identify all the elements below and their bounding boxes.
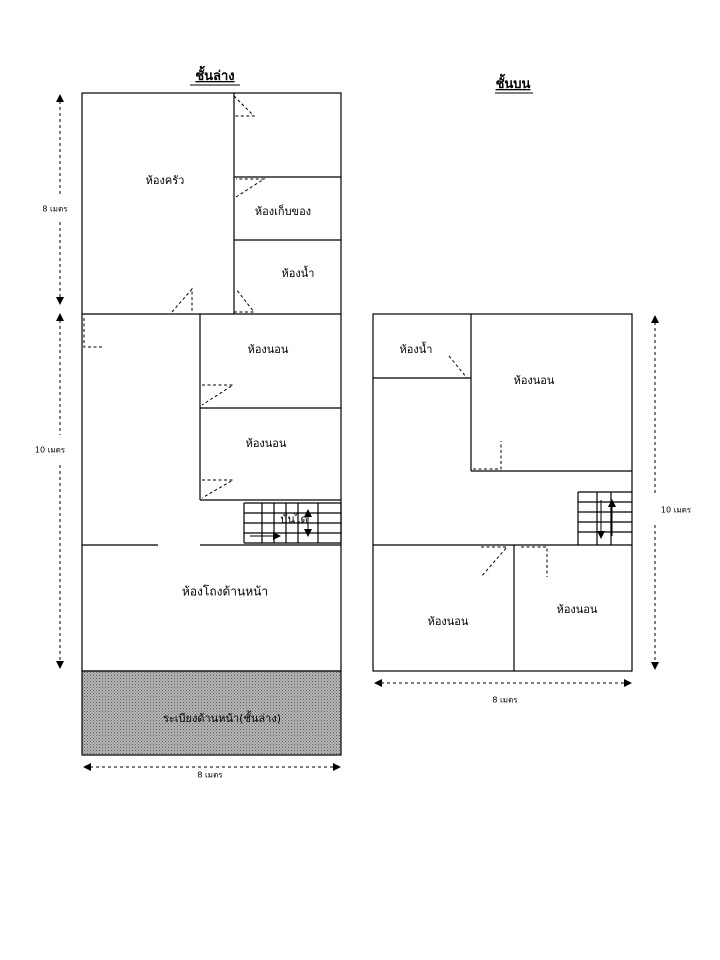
ground-floor-outer-wall: [81, 92, 342, 672]
upper-bathroom-label: ห้องน้ำ: [400, 341, 433, 356]
upper-bedroom-right-label: ห้องนอน: [557, 603, 598, 616]
upper-floor-interior-walls: [373, 314, 632, 671]
front-hall-label: ห้องโถงด้านหน้า: [182, 585, 268, 599]
upper-floor-doors: [448, 355, 548, 578]
ground-lower-height-label: 10 เมตร: [35, 446, 66, 455]
ground-upper-height-label: 8 เมตร: [42, 205, 68, 214]
ground-floor-interior-walls: [82, 93, 341, 546]
upper-width-label: 8 เมตร: [492, 696, 518, 705]
front-porch-label: ระเบียงด้านหน้า(ชั้นล่าง): [163, 710, 281, 725]
ground-floor-plan: ชั้นล่าง: [35, 65, 342, 780]
ground-floor-stairs: [243, 502, 342, 544]
storage-room-label: ห้องเก็บของ: [255, 204, 311, 218]
upper-floor-title: ชั้นบน: [496, 73, 531, 92]
ground-floor-dimensions: [56, 94, 341, 771]
stairs-label: บันได: [280, 513, 307, 526]
ground-floor-title: ชั้นล่าง: [195, 65, 234, 84]
ground-width-label: 8 เมตร: [197, 771, 223, 780]
upper-bedroom-left-label: ห้องนอน: [428, 615, 469, 628]
upper-floor-plan: ชั้นบน: [372, 73, 692, 705]
ground-bathroom-label: ห้องน้ำ: [282, 265, 315, 280]
upper-height-label: 10 เมตร: [661, 506, 692, 515]
ground-bedroom-2-label: ห้องนอน: [246, 437, 287, 450]
front-porch-area: [81, 670, 342, 756]
ground-floor-doors: [83, 95, 266, 499]
kitchen-label: ห้องครัว: [146, 174, 185, 187]
ground-bedroom-1-label: ห้องนอน: [248, 343, 289, 356]
upper-floor-dimensions: [374, 315, 659, 687]
upper-floor-stairs: [577, 491, 632, 545]
upper-bedroom-big-label: ห้องนอน: [514, 374, 555, 387]
